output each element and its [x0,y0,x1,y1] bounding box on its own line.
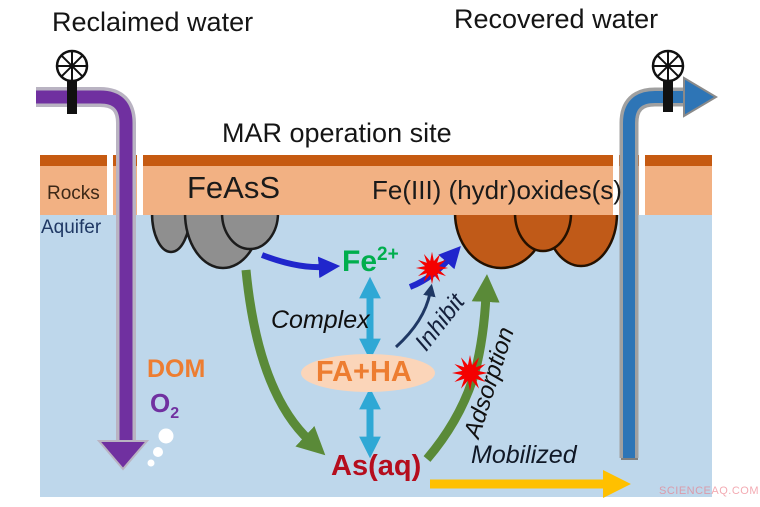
reclaimed-water-pipe [36,87,150,471]
surface-strip [40,155,712,166]
aquifer-label: Aquifer [41,217,102,238]
o2-base: O [150,388,171,418]
complex-process-label: Complex [271,306,370,334]
o2-subscript: 2 [170,405,180,423]
fe2-charge: 2+ [377,244,399,265]
well-bore-gaps [107,155,645,215]
recovered-water-pipe [619,76,718,460]
fe-oxides-label: Fe(III) (hydr)oxides(s) [372,175,622,205]
rocks-band [40,166,712,215]
reaction-burst-icon [415,251,488,391]
feass-mineral-icon [150,211,280,270]
oxygen-bubbles-icon [147,428,174,467]
fe2-base: Fe [342,245,378,278]
mobilized-process-label: Mobilized [471,441,577,469]
release-arrow [241,269,326,456]
inhibit-arrow [394,283,436,349]
valve-wheel-icon [651,49,685,112]
faha-oval [301,354,435,392]
recovered-water-label: Recovered water [454,4,659,34]
rocks-label: Rocks [47,183,100,204]
fe-oxide-mineral-icon [453,211,619,270]
o2-species-label: O2 [150,388,180,423]
dom-species-label: DOM [147,355,206,383]
feass-label: FeAsS [187,170,281,205]
watermark: SCIENCEAQ.COM [659,485,760,497]
faha-species-label: FA+HA [316,356,412,388]
site-title: MAR operation site [222,118,452,148]
fe2-species-label: Fe2+ [342,245,399,278]
as-aq-species-label: As(aq) [331,450,422,482]
oxidation-arrow-left [260,252,341,279]
reclaimed-water-label: Reclaimed water [52,7,254,37]
valve-wheel-icon [55,49,89,114]
